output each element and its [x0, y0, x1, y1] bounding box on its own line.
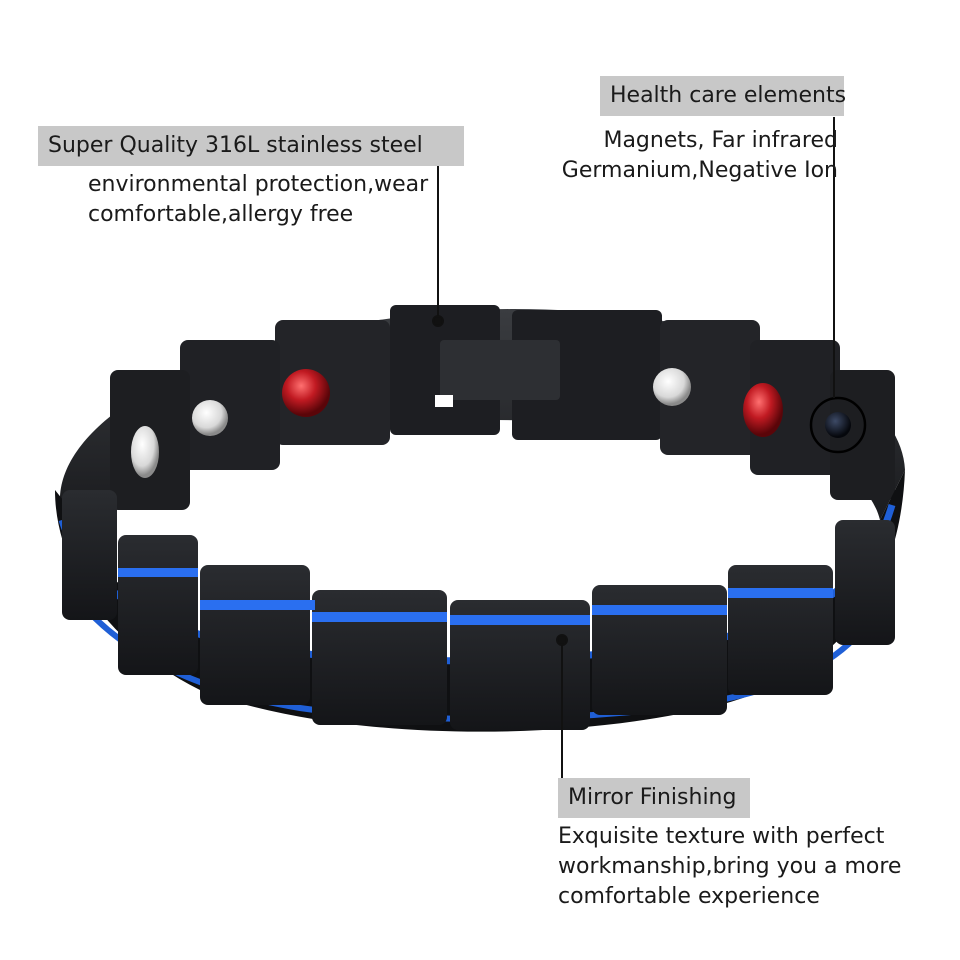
- magnet-stone-edge: [131, 426, 159, 478]
- health-callout-description: Magnets, Far infrared Germanium,Negative…: [561, 128, 838, 183]
- magnet-stone-left: [192, 400, 228, 436]
- highlight-ring: [809, 396, 867, 454]
- steel-callout-title: Super Quality 316L stainless steel: [38, 126, 464, 166]
- steel-callout-description: environmental protection,wear comfortabl…: [88, 172, 429, 227]
- bracelet-back-band: [60, 305, 905, 540]
- mirror-callout-title: Mirror Finishing: [558, 778, 750, 818]
- clasp: [440, 340, 560, 400]
- mirror-callout-description: Exquisite texture with perfect workmansh…: [558, 824, 902, 909]
- leader-lines: [432, 117, 835, 785]
- bracelet-front-band: [55, 470, 905, 732]
- germanium-stone-left: [282, 369, 330, 417]
- magnet-stone-right: [653, 368, 691, 406]
- health-stones: [131, 368, 851, 478]
- negative-ion-stone: [825, 412, 851, 438]
- health-callout-title: Health care elements: [600, 76, 846, 116]
- germanium-stone-right: [743, 383, 783, 437]
